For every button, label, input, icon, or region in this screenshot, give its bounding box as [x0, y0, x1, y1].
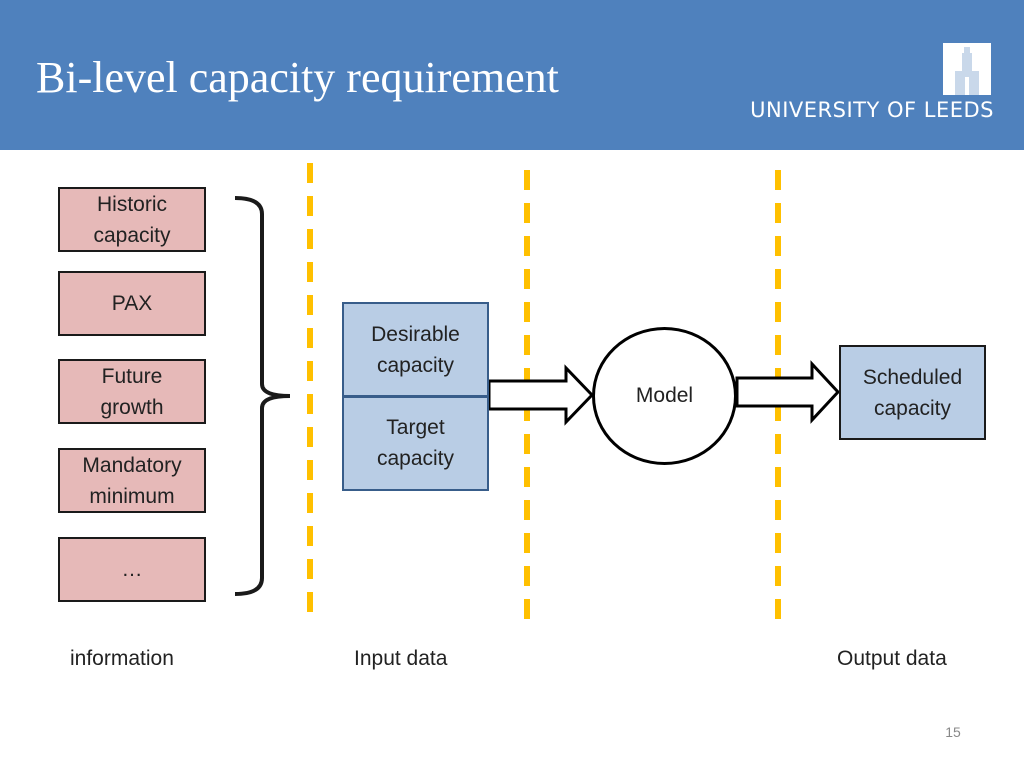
info-box-mandatory-minimum: Mandatory minimum — [58, 448, 206, 513]
column-label-output-data: Output data — [837, 647, 947, 670]
info-box-ellipsis: … — [58, 537, 206, 602]
info-box-label: PAX — [111, 292, 153, 315]
slide-title: Bi-level capacity requirement — [36, 53, 559, 102]
university-logo-icon — [943, 43, 991, 95]
desirable-capacity-box: Desirable capacity — [342, 302, 489, 397]
info-box-label: Historic capacity — [93, 192, 171, 247]
page-number: 15 — [945, 724, 961, 740]
header-bar: Bi-level capacity requirement UNIVERSITY… — [0, 0, 1024, 150]
arrow-to-output — [735, 360, 841, 424]
target-capacity-box: Target capacity — [342, 396, 489, 491]
info-box-historic-capacity: Historic capacity — [58, 187, 206, 252]
arrow-to-model — [487, 364, 595, 426]
scheduled-capacity-box: Scheduled capacity — [839, 345, 986, 440]
info-box-label: … — [121, 558, 143, 581]
model-node: Model — [592, 327, 737, 465]
column-label-input-data: Input data — [354, 647, 448, 670]
scheduled-capacity-label: Scheduled capacity — [862, 365, 963, 420]
university-logo-text: UNIVERSITY OF LEEDS — [750, 98, 994, 122]
column-label-information: information — [70, 647, 174, 670]
model-label: Model — [635, 384, 694, 407]
desirable-capacity-label: Desirable capacity — [371, 322, 460, 377]
target-capacity-label: Target capacity — [376, 416, 455, 470]
info-box-future-growth: Future growth — [58, 359, 206, 424]
info-box-label: Mandatory minimum — [82, 453, 182, 508]
grouping-brace — [234, 196, 291, 596]
info-box-label: Future growth — [100, 364, 164, 419]
info-box-pax: PAX — [58, 271, 206, 336]
